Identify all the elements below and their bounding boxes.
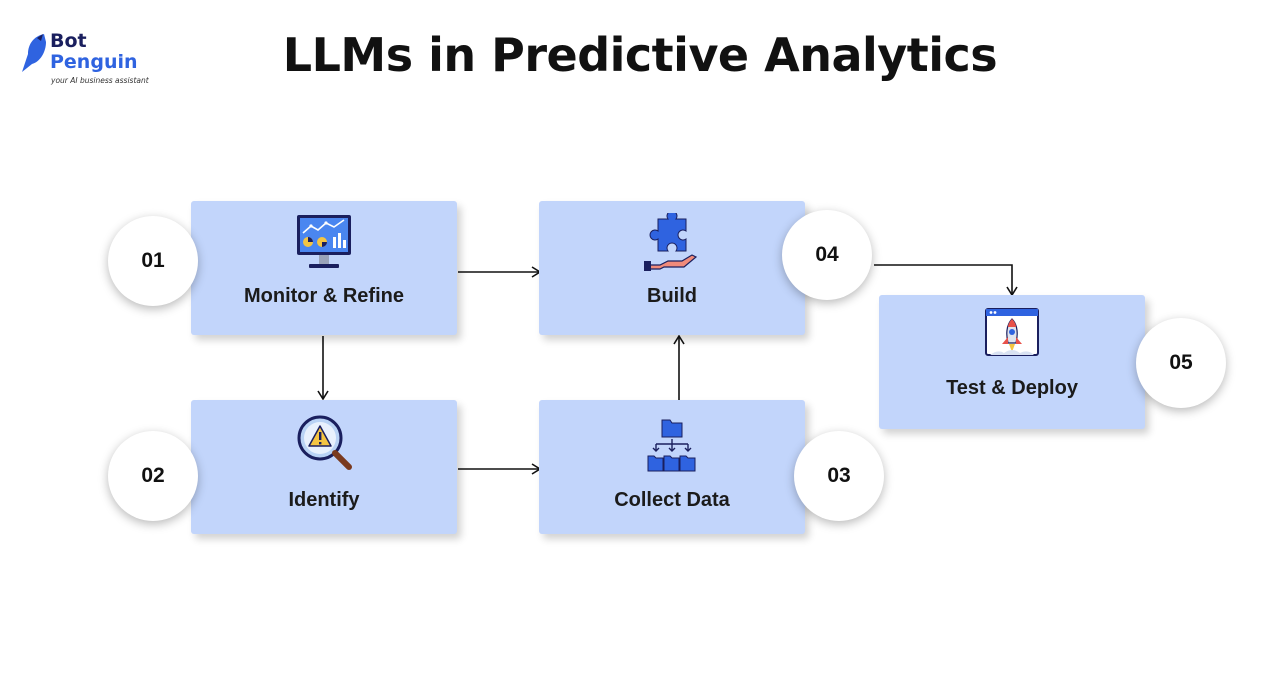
monitor-chart-icon xyxy=(297,215,351,268)
folder-hierarchy-icon xyxy=(647,419,696,472)
step-label: Test & Deploy xyxy=(946,377,1078,399)
step-label: Build xyxy=(647,285,697,307)
step-number-badge-05: 05 xyxy=(1136,318,1226,408)
step-number-badge-02: 02 xyxy=(108,431,198,521)
logo-text-bot: Bot xyxy=(50,30,87,52)
step-number-badge-04: 04 xyxy=(782,210,872,300)
step-box-identify: Identify xyxy=(191,400,457,534)
step-box-collect-data: Collect Data xyxy=(539,400,805,534)
step-number-badge-01: 01 xyxy=(108,216,198,306)
step-number-badge-03: 03 xyxy=(794,431,884,521)
logo-tagline: your AI business assistant xyxy=(51,76,149,85)
magnifier-warning-icon xyxy=(297,415,352,470)
logo-text-penguin: Penguin xyxy=(50,51,138,73)
step-box-monitor-refine: Monitor & Refine xyxy=(191,201,457,335)
rocket-screen-icon xyxy=(985,308,1039,356)
brand-logo: Bot Penguin your AI business assistant xyxy=(20,30,150,90)
step-label: Identify xyxy=(288,489,360,511)
page-title: LLMs in Predictive Analytics xyxy=(282,28,998,82)
step-label: Monitor & Refine xyxy=(244,285,404,307)
arrow-build-to-deploy xyxy=(874,264,1018,297)
penguin-logo-icon xyxy=(22,34,46,72)
step-box-build: Build xyxy=(539,201,805,335)
puzzle-hand-icon xyxy=(644,213,698,271)
step-label: Collect Data xyxy=(614,489,730,511)
step-box-test-deploy: Test & Deploy xyxy=(879,295,1145,429)
